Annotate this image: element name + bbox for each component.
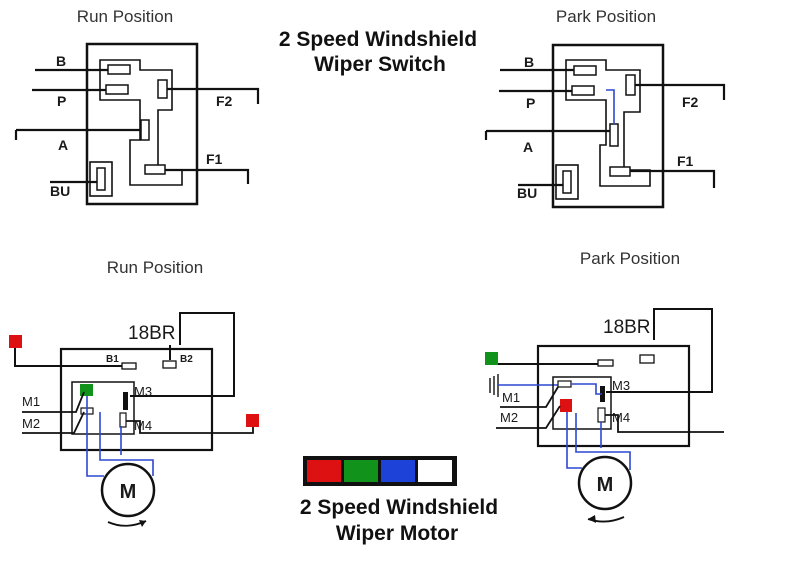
switch-park-pin-bu: BU	[517, 185, 537, 201]
switch-park-contact-bu	[562, 170, 572, 194]
switch-run-contact-f2	[157, 79, 168, 99]
switch-park-pin-p: P	[526, 95, 535, 111]
switch-run-label: Run Position	[77, 7, 173, 26]
motor-park-label-m3: M3	[612, 378, 630, 393]
motor-park-label-m2: M2	[500, 410, 518, 425]
motor-park-diagram: Park Position 18BR M3 M4 M1 M2 M	[485, 249, 724, 523]
switch-park-jumper	[606, 89, 615, 124]
switch-run-pin-a: A	[58, 137, 68, 153]
switch-park-pin-b: B	[524, 54, 534, 70]
switch-run-contact-f1	[144, 164, 166, 175]
motor-run-label-m2: M2	[22, 416, 40, 431]
motor-run-housing	[59, 347, 214, 452]
switch-park-label: Park Position	[556, 7, 656, 26]
legend-swatch-3	[381, 460, 415, 482]
motor-run-motor-symbol	[100, 462, 156, 518]
switch-run-housing	[85, 42, 199, 206]
switch-title-line1: 2 Speed Windshield	[279, 28, 477, 51]
motor-park-terminal-b1	[597, 359, 614, 367]
motor-park-motor-symbol	[577, 455, 633, 511]
motor-title-line1: 2 Speed Windshield	[300, 496, 498, 519]
motor-park-housing	[536, 344, 691, 448]
motor-run-label-b2: B2	[180, 354, 193, 365]
motor-title-line2: Wiper Motor	[336, 522, 458, 545]
legend-swatch-1	[307, 460, 341, 482]
switch-run-diagram: Run Position B P A BU F2 F1	[14, 7, 260, 206]
switch-run-pin-f2: F2	[216, 93, 233, 109]
motor-park-contact-m3	[600, 386, 605, 402]
motor-run-label-b1: B1	[106, 354, 119, 365]
motor-park-contact-m4	[597, 407, 606, 423]
switch-park-pin-f1: F1	[677, 153, 694, 169]
motor-park-red-marker	[560, 399, 572, 412]
switch-park-contact-f1	[609, 166, 631, 177]
switch-run-contact-b	[107, 64, 131, 75]
motor-run-contact-m4	[119, 412, 127, 428]
motor-park-label: Park Position	[580, 249, 680, 268]
motor-run-terminal-b2	[162, 360, 177, 369]
motor-run-diagram: Run Position 18BR B1 B2 M3 M4 M1 M2 M	[9, 258, 259, 527]
switch-title-line2: Wiper Switch	[314, 53, 446, 76]
motor-run-label-m3: M3	[134, 384, 152, 399]
switch-park-contact-p	[571, 85, 595, 96]
motor-run-label: Run Position	[107, 258, 203, 277]
motor-run-green-marker	[80, 384, 93, 396]
motor-park-terminal-18br: 18BR	[603, 317, 651, 338]
switch-park-housing	[551, 43, 665, 209]
motor-park-label-m4: M4	[612, 410, 630, 425]
switch-run-pin-bu: BU	[50, 183, 70, 199]
switch-park-diagram: Park Position B P A BU F2 F1	[484, 7, 726, 209]
switch-run-pin-f1: F1	[206, 151, 223, 167]
wire-color-legend	[303, 456, 457, 486]
motor-run-terminal-18br: 18BR	[128, 323, 176, 344]
legend-swatch-4	[418, 460, 452, 482]
switch-run-pin-b: B	[56, 53, 66, 69]
motor-park-terminal-b2	[639, 354, 655, 364]
motor-run-contact-m3	[123, 392, 128, 410]
motor-run-circuit-board	[71, 381, 135, 435]
switch-run-contact-a	[140, 119, 150, 141]
switch-run-contact-bu	[96, 167, 106, 191]
switch-park-contact-f2	[625, 74, 636, 96]
motor-run-red-marker-left	[9, 335, 22, 348]
motor-run-terminal-b1	[121, 362, 137, 370]
motor-run-red-marker-right	[246, 414, 259, 427]
motor-park-label-m1: M1	[502, 390, 520, 405]
legend-swatch-2	[344, 460, 378, 482]
switch-park-contact-a	[609, 123, 619, 147]
switch-park-bu-frame	[555, 164, 579, 200]
switch-park-contact-b	[573, 65, 597, 76]
switch-park-pin-a: A	[523, 139, 533, 155]
motor-run-motor-label: M	[120, 481, 137, 503]
switch-run-bu-frame	[89, 161, 113, 197]
motor-park-circuit-board	[552, 376, 612, 430]
motor-park-motor-label: M	[597, 474, 614, 496]
motor-run-label-m1: M1	[22, 394, 40, 409]
switch-park-pin-f2: F2	[682, 94, 699, 110]
motor-park-green-marker	[485, 352, 498, 365]
switch-run-contact-p	[105, 84, 129, 95]
switch-run-pin-p: P	[57, 93, 66, 109]
